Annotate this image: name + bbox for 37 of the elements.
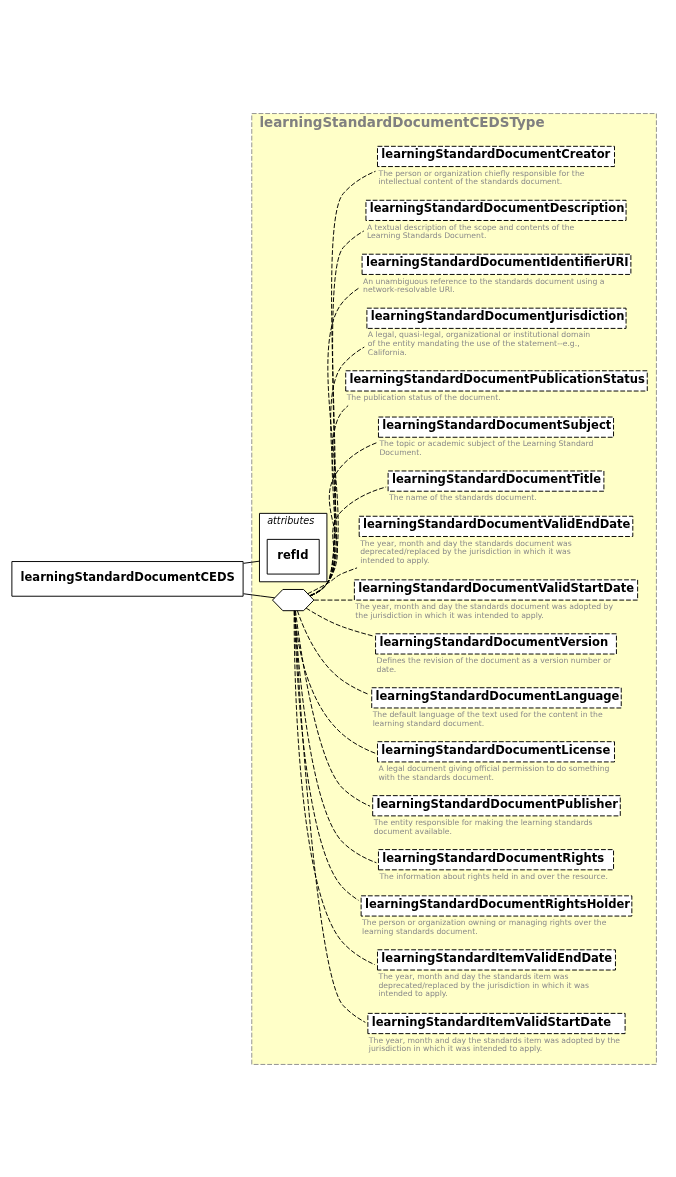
node-label: The entity responsible for making the learning standards document available. (373, 817, 593, 836)
node-label: A legal document giving official permission to do something with the standards document. (378, 763, 610, 782)
connector (307, 566, 358, 594)
connector (309, 346, 365, 596)
node-label: The year, month and day the standards item was adopted by the jurisdiction in which it was intended to apply. (368, 1035, 621, 1053)
node-label: The information about rights held in and over the resource. (379, 871, 608, 881)
node-label: The publication status of the document. (346, 392, 501, 402)
node-label: The year, month and day the standards document was deprecated/replaced by the jurisdiction in which it was intended to apply. (360, 538, 572, 565)
connector (309, 170, 376, 596)
connector (313, 599, 353, 601)
connector (294, 609, 371, 807)
node-box: refId (266, 538, 320, 575)
connector (309, 230, 365, 596)
connector (243, 560, 260, 564)
node-label: The default language of the text used for the content in the learning standard document. (372, 709, 603, 728)
node-label: The year, month and day the standards item was deprecated/replaced by the jurisdiction in which it was intended to apply. (378, 971, 590, 998)
node-label: A textual description of the scope and contents of the Learning Standards Document. (366, 222, 575, 240)
connector (309, 486, 387, 596)
connector (243, 592, 276, 598)
node-box: learningStandardDocumentCEDS (11, 560, 244, 597)
connector (309, 404, 349, 596)
connector (296, 609, 370, 695)
node-label: The person or organization chiefly responsible for the intellectual content of the standards document. (378, 168, 585, 186)
node-label: The person or organization owning or managing rights over the learning standards document. (362, 917, 607, 936)
connector (305, 607, 375, 637)
connector (294, 609, 377, 863)
connector (309, 286, 360, 596)
connector (293, 609, 376, 965)
node-label: A legal, quasi-legal, organizational or institutional domain of the entity mandating the use of the statement--e.g., California. (367, 329, 591, 357)
node-label: An unambiguous reference to the standards document using a network-resolvable URI. (363, 276, 605, 294)
connector (294, 609, 376, 754)
connector (309, 441, 377, 596)
node-label: The topic or academic subject of the Learning Standard Document. (379, 438, 594, 457)
node-label: The name of the standards document. (389, 492, 537, 502)
node-label: The year, month and day the standards document was adopted by the jurisdiction in which it was intended to apply. (355, 601, 613, 620)
node-hexagon (272, 588, 315, 611)
node-label: Defines the revision of the document as a version number or date. (376, 655, 612, 674)
